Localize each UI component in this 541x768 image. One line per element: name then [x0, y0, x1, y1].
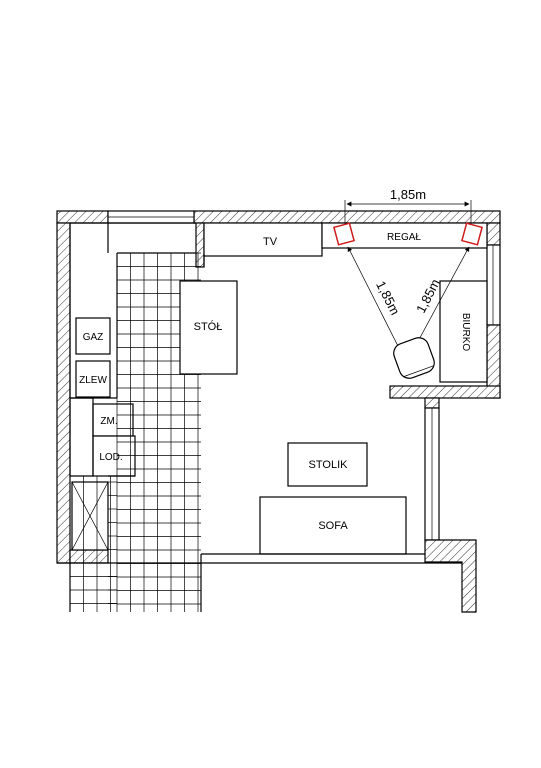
dimension-left: 1,85m [373, 278, 403, 317]
shelf-label: REGAŁ [387, 232, 421, 243]
desk-label: BIURKO [460, 313, 471, 352]
speaker-triangle: 1,85m 1,85m 1,85m [333, 187, 483, 379]
sink [75, 360, 111, 398]
coffee-table-label: STOLIK [309, 459, 349, 471]
sink-label: ZLEW [79, 375, 107, 386]
walls [56, 210, 501, 613]
wall-top-right [193, 210, 501, 224]
sofa-label: SOFA [318, 520, 348, 532]
sofa [259, 496, 407, 555]
speaker-left [333, 222, 355, 246]
gas-label: GAZ [83, 332, 104, 343]
fridge-label: LOD. [99, 452, 122, 463]
wall-partition [195, 222, 205, 268]
speaker-right [461, 222, 483, 246]
wall-left-stub [69, 549, 109, 564]
wall-right-upper [486, 222, 501, 246]
tv-label: TV [263, 236, 278, 248]
kitchen: GAZ ZLEW ZM. LOD. [69, 222, 196, 551]
dimension-top: 1,85m [390, 187, 426, 202]
dishwasher-label: ZM. [100, 416, 117, 427]
diagonal-left [347, 246, 405, 359]
wall-left [56, 222, 71, 564]
wall-desk-bottom [389, 385, 501, 399]
chair [393, 337, 435, 379]
dimension-right: 1,85m [413, 276, 443, 315]
window-right [486, 244, 501, 326]
coffee-table [287, 442, 368, 487]
wall-column [424, 397, 440, 409]
table [179, 280, 238, 375]
table-label: STÓŁ [194, 320, 223, 333]
wall-right-lower [424, 539, 477, 613]
gas-stove [75, 317, 111, 355]
fridge [92, 435, 136, 477]
wall-top-left [56, 210, 109, 224]
